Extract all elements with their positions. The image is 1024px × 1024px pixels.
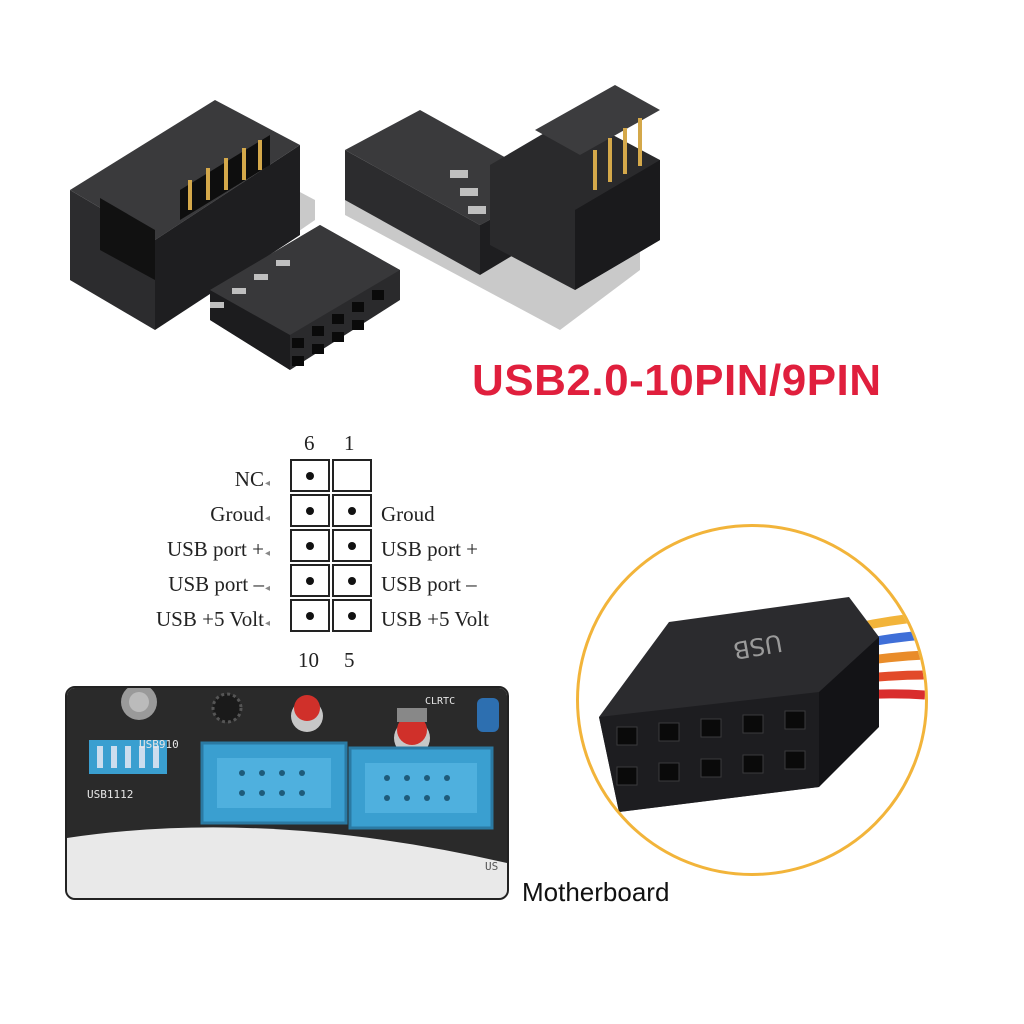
pin-dot <box>306 471 314 480</box>
headline: USB2.0-10PIN/9PIN <box>472 356 882 405</box>
pin-dot <box>306 541 314 550</box>
pin-dot <box>306 576 314 585</box>
jumper-label-clrtc: CLRTC <box>425 696 455 707</box>
pin-number-1: 1 <box>344 431 355 455</box>
pin-label-right-2: Groud <box>381 502 435 526</box>
connector-photo <box>70 85 660 370</box>
pin-cell-r3-c2 <box>332 529 372 562</box>
pin-cell-r1-c1 <box>290 459 330 492</box>
pin-label-left-3: USB port +◂ <box>166 537 270 561</box>
pin-label-left-1: NC◂ <box>234 467 270 491</box>
pin-label-left-5: USB +5 Volt◂ <box>156 607 270 631</box>
pin-cell-r3-c1 <box>290 529 330 562</box>
pin-label-left-4: USB port –◂ <box>168 572 270 596</box>
motherboard-caption: Motherboard <box>522 877 670 907</box>
pin-label-right-3: USB port + <box>381 537 479 561</box>
pin-cell-r4-c2 <box>332 564 372 597</box>
motherboard-photo: USB910 USB1112 CLRTC US <box>65 686 509 900</box>
pin-cell-r5-c2 <box>332 599 372 632</box>
pin-dot <box>348 576 356 585</box>
pin-dot <box>348 611 356 620</box>
pin-number-5: 5 <box>344 648 355 672</box>
cable-plug-photo: USB <box>576 524 928 876</box>
header-label-usb1112: USB1112 <box>87 788 133 801</box>
pin-dot <box>348 541 356 550</box>
header-label-usb910: USB910 <box>139 738 179 751</box>
pin-cell-r5-c1 <box>290 599 330 632</box>
pin-label-left-2: Groud◂ <box>210 502 270 526</box>
pin-dot <box>348 506 356 515</box>
pin-cell-r4-c1 <box>290 564 330 597</box>
pin-cell-r1-c2 <box>332 459 372 492</box>
pinout-grid <box>290 459 374 635</box>
pin-cell-r2-c1 <box>290 494 330 527</box>
pin-cell-r2-c2 <box>332 494 372 527</box>
cable-plug-illustration: USB <box>599 597 925 812</box>
pin-label-right-5: USB +5 Volt <box>381 607 489 631</box>
pin-number-6: 6 <box>304 431 315 455</box>
pin-dot <box>306 611 314 620</box>
pin-label-right-4: USB port – <box>381 572 477 596</box>
pin-number-10: 10 <box>298 648 319 672</box>
motherboard-illustration: USB910 USB1112 CLRTC US <box>67 688 507 898</box>
pin-dot <box>306 506 314 515</box>
edge-label-fragment: US <box>485 860 498 873</box>
adapter-left <box>70 100 400 370</box>
adapter-right <box>345 85 660 330</box>
